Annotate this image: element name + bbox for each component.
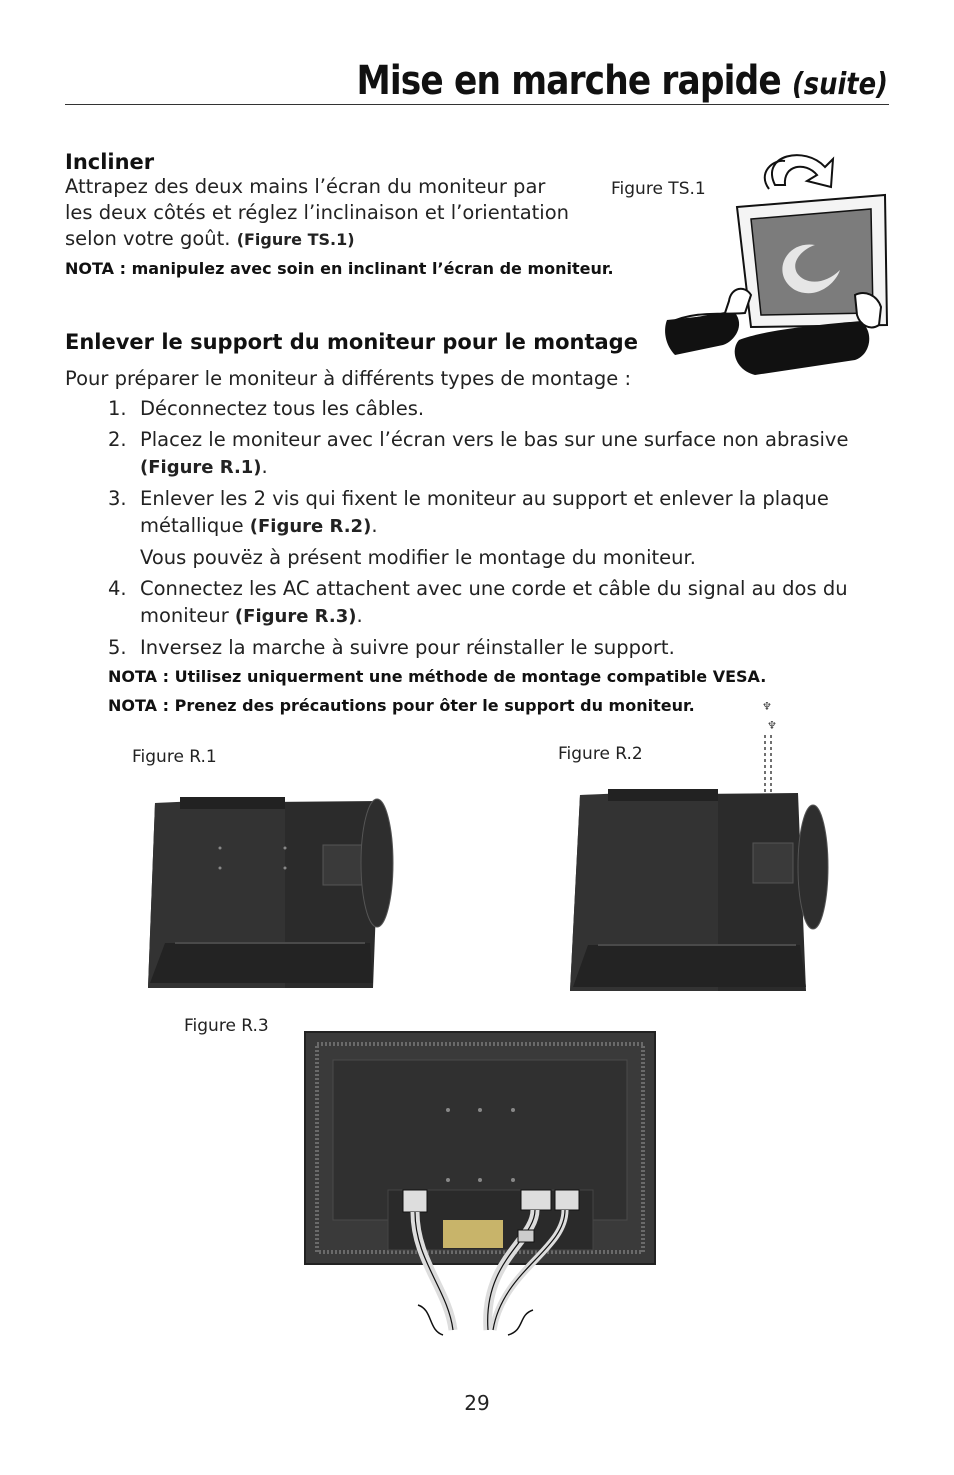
step-2: 2. Placez le moniteur avec l’écran vers l… xyxy=(108,426,895,481)
figure-r3-illustration xyxy=(304,1031,656,1336)
step-4-ref: (Figure R.3) xyxy=(234,606,357,627)
stand-intro: Pour préparer le moniteur à différents t… xyxy=(65,367,632,390)
figure-ts1-illustration xyxy=(665,154,889,375)
step-3-num: 3. xyxy=(108,487,127,510)
step-4: 4. Connectez les AC attachent avec une co… xyxy=(108,575,895,630)
figure-r1-label: Figure R.1 xyxy=(132,747,217,767)
stand-section: Enlever le support du moniteur pour le m… xyxy=(65,330,895,715)
figure-r3-label: Figure R.3 xyxy=(184,1016,269,1036)
step-4-num: 4. xyxy=(108,577,127,600)
step-2-ref: (Figure R.1) xyxy=(140,457,262,478)
tilt-note: NOTA : manipulez avec soin en inclinant … xyxy=(65,259,614,278)
step-3-followup: Vous pouvëz à présent modifier le montag… xyxy=(108,544,895,571)
step-3: 3. Enlever les 2 vis qui fixent le monite… xyxy=(108,485,895,540)
tilt-heading: Incliner xyxy=(65,150,155,174)
step-3-followup-text: Vous pouvëz à présent modifier le montag… xyxy=(140,546,696,569)
screw-icon: ♆ xyxy=(762,700,772,713)
figure-r2-illustration: ♆ ♆ xyxy=(570,700,829,991)
tilt-section: Incliner Attrapez des deux mains l’écran… xyxy=(65,150,614,278)
step-4-tail: . xyxy=(356,604,363,627)
step-5-text: Inversez la marche à suivre pour réinsta… xyxy=(140,636,675,659)
page-title-suffix: (suite) xyxy=(792,67,888,102)
step-3-text: Enlever les 2 vis qui fixent le moniteur… xyxy=(140,487,829,537)
figure-ts1-label: Figure TS.1 xyxy=(611,179,706,199)
stand-note-vesa: NOTA : Utilisez uniquerment une méthode … xyxy=(108,667,767,686)
stand-steps: 1. Déconnectez tous les câbles. 2. Placez … xyxy=(108,395,895,661)
page-number: 29 xyxy=(464,1391,490,1415)
step-4-text: Connectez les AC attachent avec une cord… xyxy=(140,577,848,627)
title-rule xyxy=(65,104,889,105)
step-1-num: 1. xyxy=(108,397,127,420)
tilt-figure-ref: (Figure TS.1) xyxy=(236,230,355,249)
step-2-tail: . xyxy=(261,455,268,478)
step-3-tail: . xyxy=(371,514,378,537)
stand-heading: Enlever le support du moniteur pour le m… xyxy=(65,330,638,354)
step-5-num: 5. xyxy=(108,636,127,659)
step-5: 5. Inversez la marche à suivre pour réins… xyxy=(108,634,895,661)
step-1: 1. Déconnectez tous les câbles. xyxy=(108,395,895,422)
tilt-line-1: Attrapez des deux mains l’écran du monit… xyxy=(65,175,546,198)
page-title-main: Mise en marche rapide xyxy=(356,58,782,104)
screw-icon: ♆ xyxy=(767,719,777,732)
page-title: Mise en marche rapide (suite) xyxy=(357,58,888,104)
tilt-text: Attrapez des deux mains l’écran du monit… xyxy=(65,174,605,253)
tilt-line-3-text: selon votre goût. xyxy=(65,227,237,250)
figure-r2-label: Figure R.2 xyxy=(558,744,643,764)
step-3-ref: (Figure R.2) xyxy=(249,516,372,537)
stand-note-care: NOTA : Prenez des précautions pour ôter … xyxy=(108,696,695,715)
figure-r1-illustration xyxy=(148,797,394,988)
step-2-num: 2. xyxy=(108,428,127,451)
tilt-line-3: selon votre goût. (Figure TS.1) xyxy=(65,226,605,253)
tilt-line-2: les deux côtés et réglez l’inclinaison e… xyxy=(65,201,570,224)
step-2-text: Placez le moniteur avec l’écran vers le … xyxy=(140,428,849,451)
step-1-text: Déconnectez tous les câbles. xyxy=(140,397,425,420)
